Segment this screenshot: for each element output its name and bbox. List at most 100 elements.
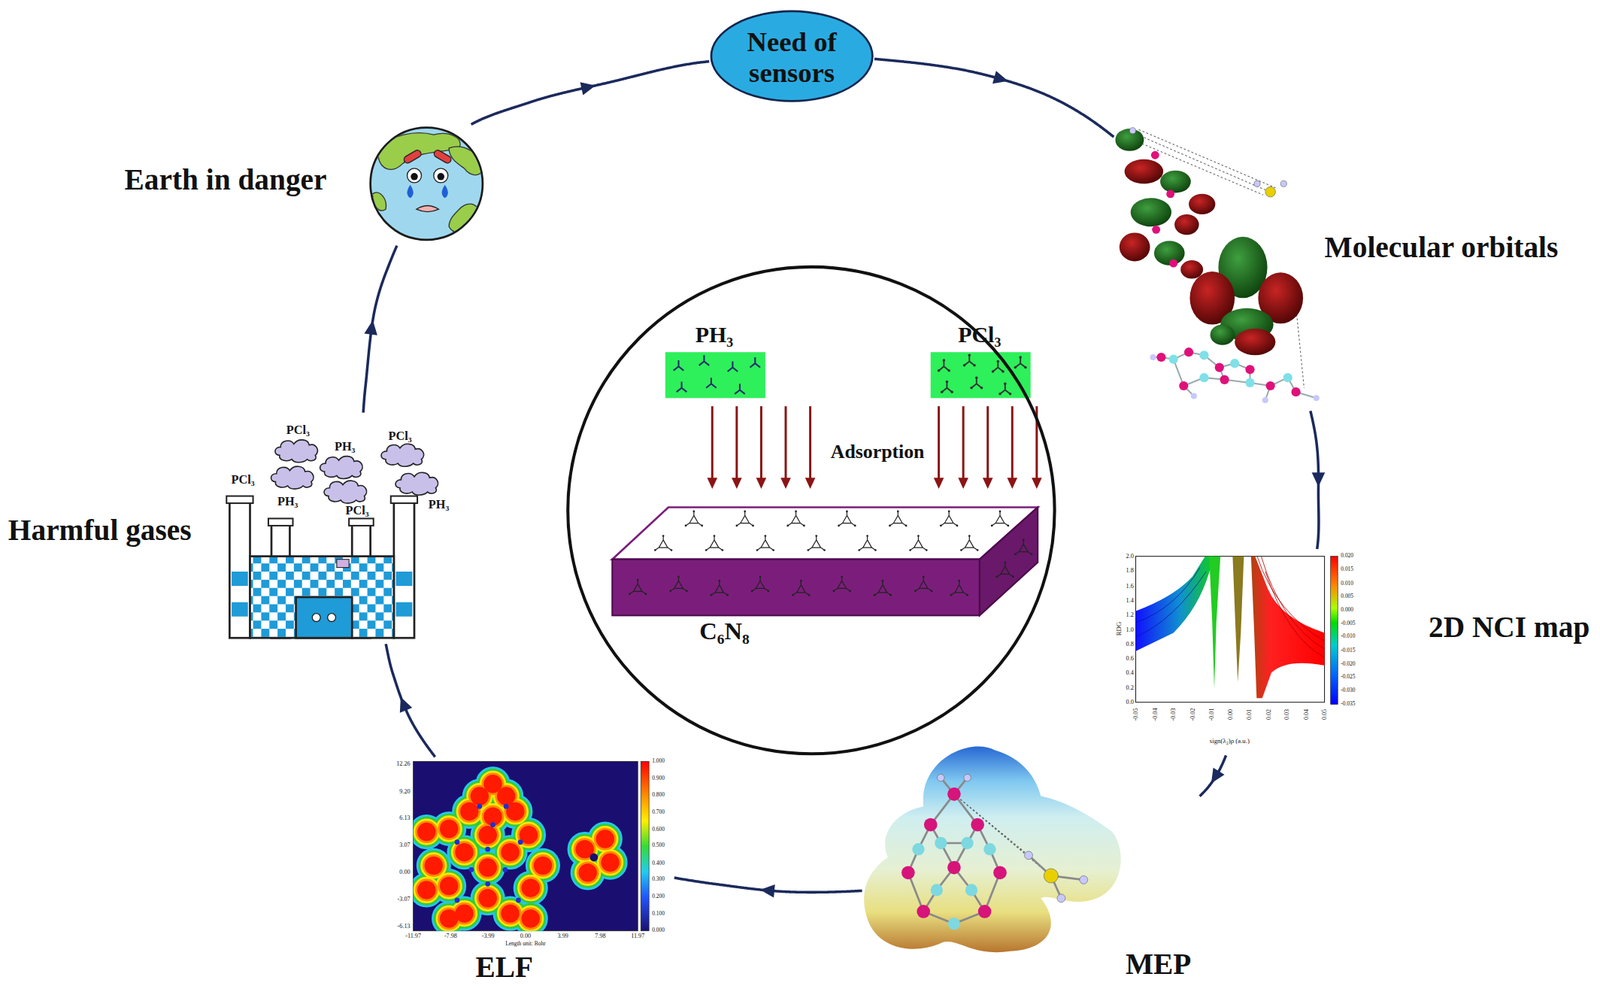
axis-tick: -0.05	[1132, 708, 1139, 722]
orbital-illustration	[1199, 372, 1209, 382]
stage-panel: Earth in danger	[120, 124, 488, 246]
nci-plot	[1136, 556, 1339, 705]
elf-map	[640, 760, 649, 931]
factory-illustration	[270, 466, 313, 489]
axis-tick: 0.4	[1126, 669, 1134, 676]
mep-illustration	[937, 773, 946, 782]
axis-tick: 7.98	[594, 932, 606, 939]
cycle-line	[363, 245, 397, 413]
earth-illustration	[370, 127, 483, 240]
arrow-shaft	[809, 406, 812, 480]
elf-map	[518, 839, 524, 845]
cycle-line	[471, 61, 710, 125]
axis-tick: -3.07	[397, 895, 411, 902]
mep-illustration	[1024, 851, 1034, 860]
axis-tick: 0.01	[1245, 709, 1252, 720]
factory-illustration	[231, 571, 249, 586]
node-label: PH₃	[663, 322, 766, 348]
orbital-illustration	[1166, 189, 1175, 198]
axis-tick: 0.6	[1126, 654, 1134, 661]
orbital-illustration	[1210, 324, 1236, 346]
arrow-shaft	[1011, 406, 1014, 480]
node-label: C₆N₈	[683, 617, 766, 645]
elf-map	[490, 821, 496, 828]
arrow-head	[933, 477, 945, 489]
colorbar-tick: 0.500	[651, 842, 665, 849]
earth-illustration	[372, 192, 386, 211]
gas-formula: PCl₃	[345, 503, 369, 516]
colorbar-tick: 0.300	[651, 876, 665, 882]
earth-illustration	[433, 148, 453, 164]
factory-illustration	[296, 596, 353, 638]
arrow-head	[580, 81, 596, 95]
colorbar-tick: 0.800	[651, 792, 665, 798]
elf-map	[413, 760, 650, 931]
factory-illustration	[396, 571, 413, 586]
nci-plot	[1251, 556, 1325, 699]
adsorption-scheme	[705, 534, 724, 552]
node-label: PCl₃	[928, 322, 1031, 348]
adsorption-scheme	[807, 534, 826, 552]
earth-illustration	[403, 148, 423, 164]
adsorption-scheme	[734, 383, 746, 394]
factory-illustration	[312, 613, 321, 622]
colorbar-tick: 0.000	[1340, 606, 1354, 613]
orbital-illustration	[1188, 193, 1216, 215]
arrow-shaft	[986, 406, 989, 480]
arrow-shaft	[784, 406, 788, 480]
adsorption-scheme	[654, 534, 673, 552]
earth-illustration	[433, 168, 449, 183]
arrow-head	[731, 477, 743, 489]
orbital-illustration	[1169, 259, 1178, 268]
adsorption-scheme	[669, 575, 688, 592]
nci-plot	[1330, 556, 1339, 705]
factory-illustration	[327, 613, 337, 622]
axis-tick: 0.2	[1126, 684, 1134, 691]
factory-illustration	[390, 496, 418, 504]
axis-tick: 12.26	[396, 760, 410, 767]
orbital-illustration	[1174, 214, 1200, 235]
elf-map	[503, 803, 510, 810]
axis-tick: 0.03	[1283, 709, 1290, 720]
orbital-illustration	[1151, 151, 1160, 160]
orbital-illustration	[1160, 170, 1191, 194]
arrow-head	[760, 884, 776, 898]
axis-tick: 11.97	[630, 932, 645, 939]
axis-tick: 6.13	[399, 814, 410, 821]
factory-illustration	[324, 480, 367, 504]
colorbar-tick: 0.000	[651, 927, 665, 934]
orbital-illustration	[1129, 127, 1136, 134]
orbital-illustration	[1245, 378, 1255, 388]
axis-tick: 0.8	[1126, 640, 1134, 647]
adsorption-scheme	[786, 510, 805, 528]
orbital-illustration	[1280, 180, 1287, 187]
orbital-illustration	[1219, 375, 1229, 385]
colorbar-tick: 0.900	[651, 775, 665, 781]
adsorption-scheme	[963, 354, 976, 367]
axis-tick: -7.98	[444, 932, 458, 939]
earth-illustration	[372, 133, 484, 233]
mep-illustration	[901, 866, 916, 880]
arrow-head	[992, 70, 1009, 84]
factory-illustration	[250, 556, 394, 639]
earth-illustration	[448, 203, 480, 233]
stage-panel: ELF	[387, 757, 674, 986]
earth-illustration	[448, 146, 484, 176]
node-label: Adsorption	[816, 441, 940, 463]
adsorption-scheme	[960, 534, 979, 552]
adsorption-scheme	[628, 578, 647, 596]
adsorption-scheme	[665, 351, 766, 398]
mep-illustration	[908, 777, 1000, 924]
arrow-shaft	[1035, 406, 1038, 480]
mep-illustration	[983, 842, 996, 855]
mep-illustration	[934, 836, 947, 849]
cycle-arrow	[1200, 754, 1227, 796]
factory-illustration	[381, 443, 424, 467]
adsorption-scheme	[832, 575, 851, 592]
adsorption-scheme	[837, 510, 856, 528]
adsorption-scheme	[684, 510, 704, 528]
cycle-arrow	[674, 877, 863, 897]
elf-map	[454, 897, 461, 904]
axis-tick: 9.20	[399, 787, 410, 794]
